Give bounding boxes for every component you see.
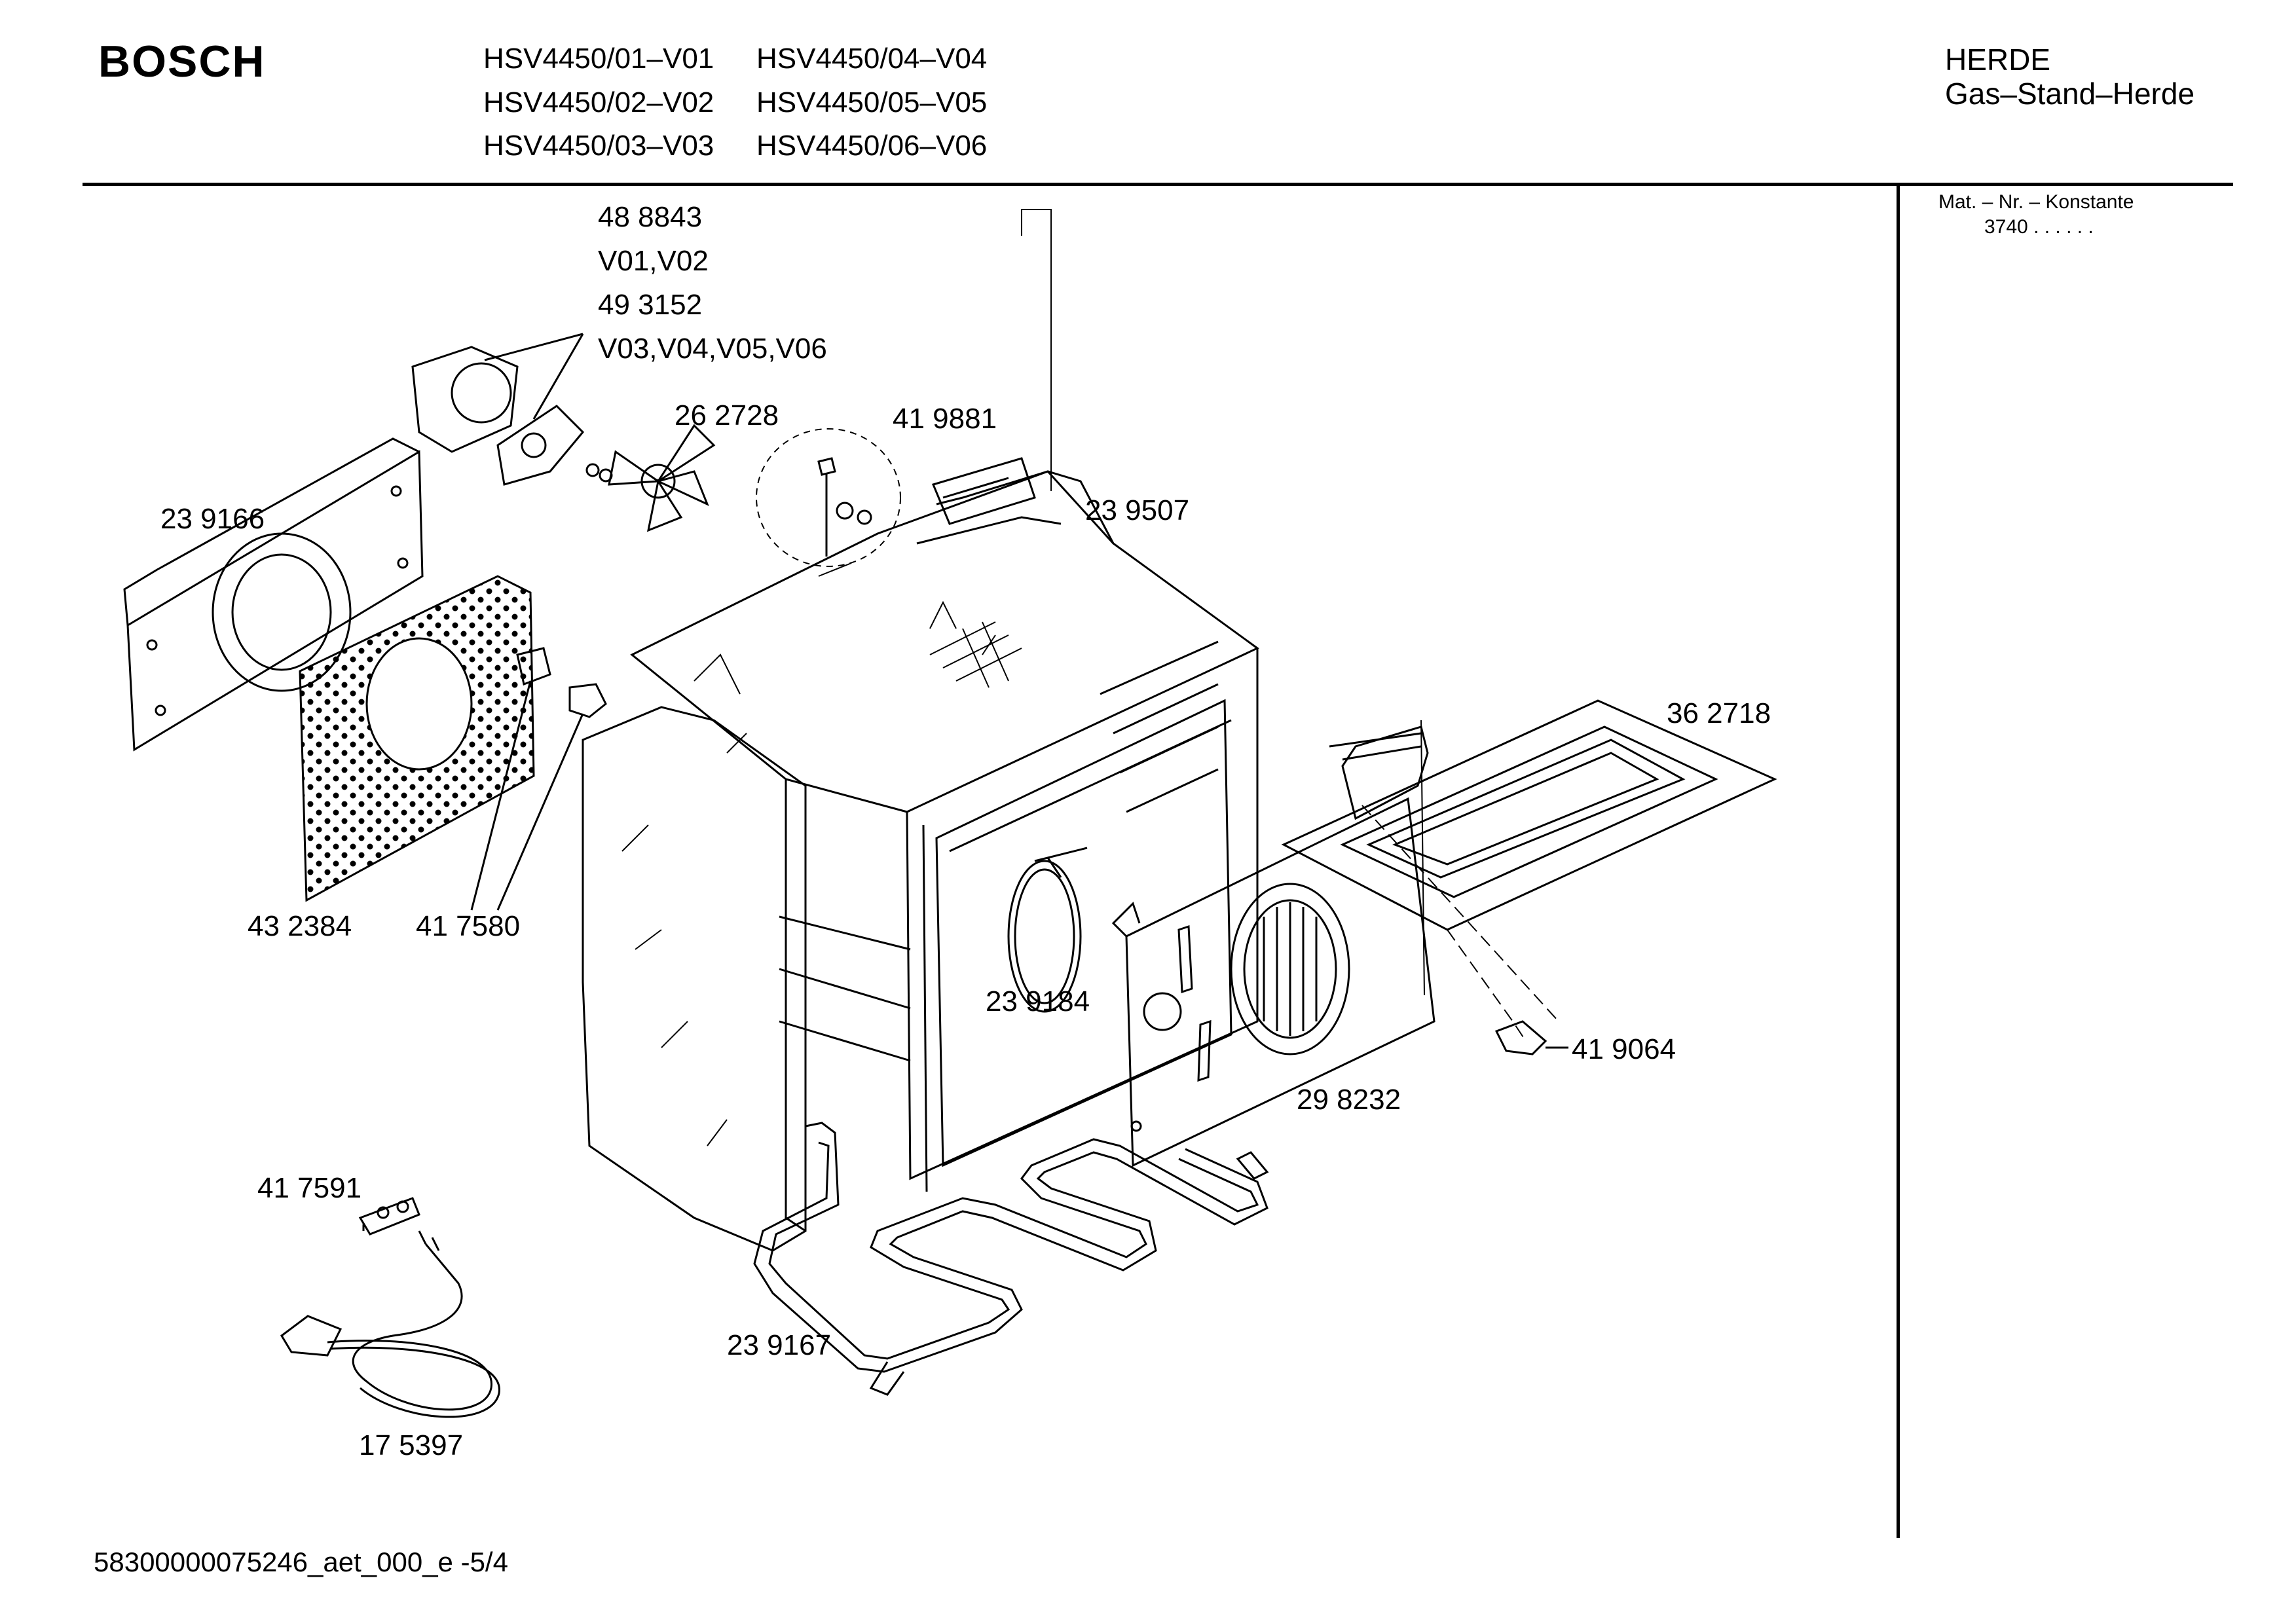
- part-label: 41 7591: [257, 1172, 362, 1204]
- variant-label: V03,V04,V05,V06: [598, 333, 827, 365]
- fan-cover-part: [1113, 799, 1434, 1165]
- part-label: 29 8232: [1297, 1084, 1401, 1116]
- fan-wheel-part: [587, 426, 714, 530]
- part-label: 23 9167: [727, 1329, 832, 1361]
- part-label: 48 8843: [598, 201, 703, 233]
- part-label: 41 7580: [416, 910, 521, 942]
- part-label: 26 2728: [675, 399, 779, 431]
- mat-value: 3740 . . . . . .: [1984, 216, 2094, 238]
- document-footer-id: 58300000075246_aet_000_e -5/4: [94, 1547, 508, 1577]
- sidebar-divider: [1897, 186, 1900, 1538]
- part-label: 23 9507: [1085, 494, 1190, 526]
- part-label: 17 5397: [359, 1429, 464, 1461]
- material-number-box: Mat. – Nr. – Konstante 3740 . . . . . .: [1938, 190, 2134, 240]
- mat-label: Mat. – Nr. – Konstante: [1938, 191, 2134, 213]
- category-title: HERDE: [1945, 43, 2051, 77]
- variant-label: V01,V02: [598, 245, 709, 277]
- model-number: HSV4450/03–V03: [483, 130, 714, 162]
- oven-lamp-part: [472, 648, 606, 910]
- ring-heater-part: [1009, 848, 1087, 1012]
- model-number: HSV4450/04–V04: [756, 43, 988, 75]
- bottom-heater-part: [754, 1123, 1267, 1395]
- grill-heater-part: [1284, 701, 1775, 1041]
- header-divider: [83, 183, 2233, 186]
- part-label: 49 3152: [598, 289, 703, 321]
- model-number: HSV4450/05–V05: [756, 86, 988, 119]
- part-label: 43 2384: [248, 910, 352, 942]
- product-category: HERDE Gas–Stand–Herde: [1945, 43, 2194, 111]
- part-label: 23 9166: [160, 503, 265, 535]
- brand-logo: BOSCH: [98, 37, 266, 86]
- part-label: 36 2718: [1667, 697, 1771, 729]
- power-cord-part: [282, 1231, 499, 1417]
- terminal-block-part: [360, 1198, 419, 1234]
- model-number: HSV4450/06–V06: [756, 130, 988, 162]
- part-label: 23 9184: [986, 985, 1090, 1017]
- fan-motor-part: [413, 334, 583, 485]
- sensor-part: [756, 429, 900, 566]
- top-bracket-part: [933, 458, 1035, 524]
- oven-cavity-part: [583, 210, 1257, 1251]
- model-number: HSV4450/01–V01: [483, 43, 714, 75]
- category-subtitle: Gas–Stand–Herde: [1945, 77, 2195, 111]
- part-label: 41 9064: [1572, 1033, 1676, 1065]
- connector-part: [1496, 1021, 1568, 1054]
- insulation-mat-part: [300, 576, 534, 900]
- rear-cover-part: [124, 439, 422, 750]
- part-label: 41 9881: [893, 403, 997, 435]
- model-number: HSV4450/02–V02: [483, 86, 714, 119]
